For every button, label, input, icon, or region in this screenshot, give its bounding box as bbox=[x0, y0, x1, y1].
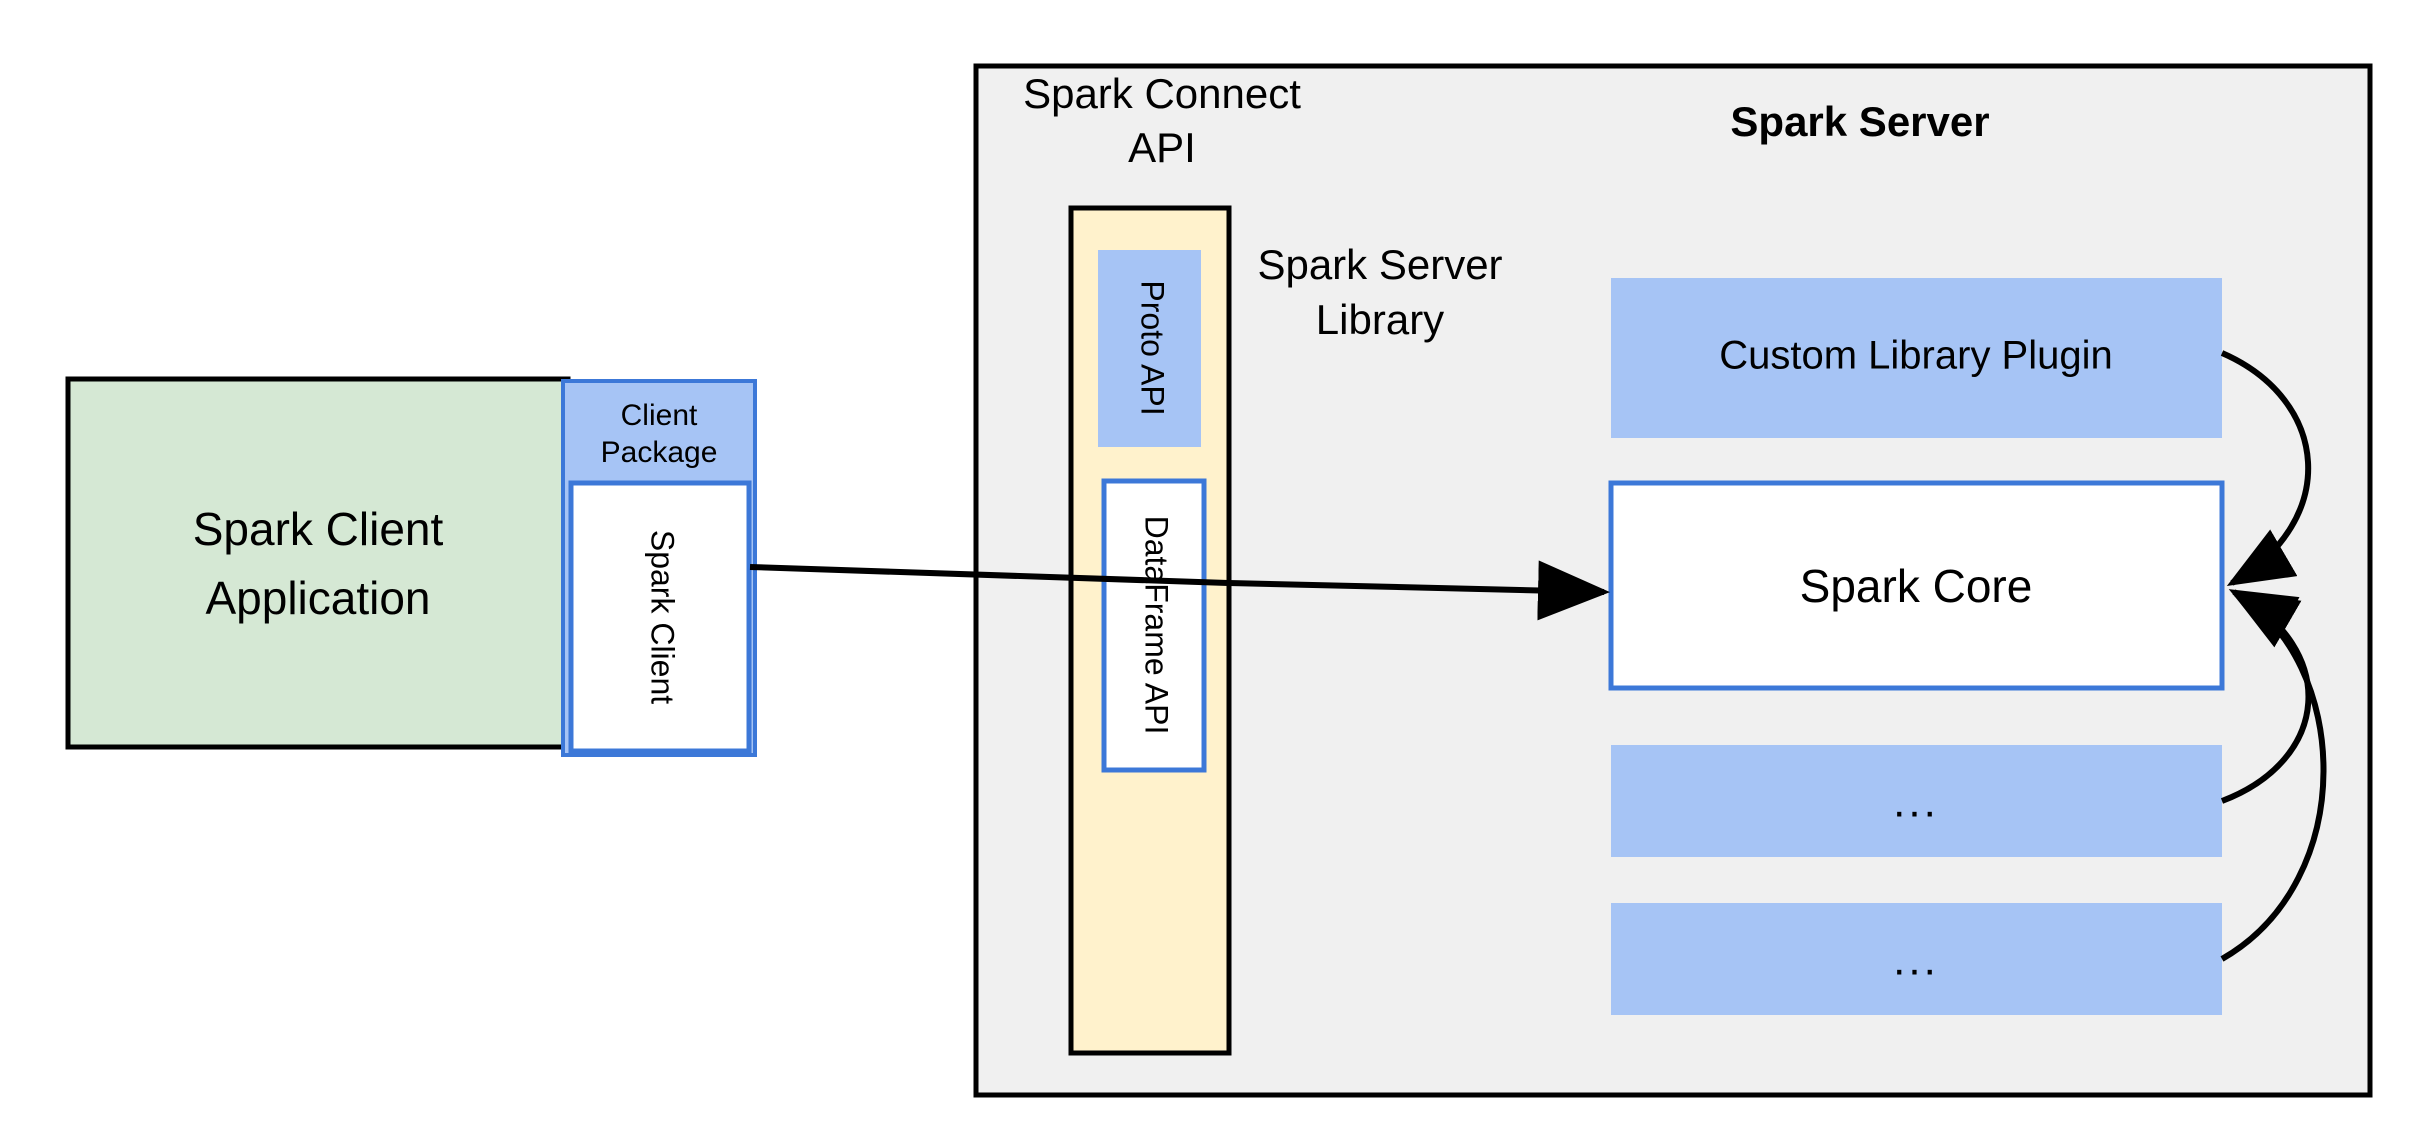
spark-client-application-box[interactable] bbox=[65, 376, 571, 750]
ellipsis-box-1-label: ... bbox=[1893, 778, 1939, 827]
spark-server-library-label-line2: Library bbox=[1316, 296, 1444, 343]
spark-connect-api-label-line2: API bbox=[1128, 124, 1196, 171]
spark-core-box[interactable] bbox=[1608, 480, 2225, 691]
spark-connect-api-label-line1: Spark Connect bbox=[1023, 70, 1301, 117]
dataframe-api-box[interactable] bbox=[1101, 478, 1207, 773]
ellipsis-box-1[interactable] bbox=[1611, 745, 2222, 857]
spark-client-application-label-line2: Application bbox=[205, 572, 430, 624]
connector-ellipsis-2-to-spark-core bbox=[2220, 590, 2327, 962]
connector-column-to-spark-core bbox=[1228, 560, 1610, 621]
client-package-label-line1: Client bbox=[621, 399, 698, 432]
dataframe-api-label: DataFrame API bbox=[1139, 516, 1175, 735]
custom-library-plugin-box[interactable] bbox=[1611, 278, 2222, 438]
client-package-label-line2: Package bbox=[601, 436, 718, 469]
spark-client-application-label-line1: Spark Client bbox=[193, 503, 444, 555]
proto-api-label: Proto API bbox=[1135, 280, 1171, 415]
custom-library-plugin-label: Custom Library Plugin bbox=[1719, 334, 2113, 378]
spark-server-library-label-line1: Spark Server bbox=[1257, 241, 1502, 288]
spark-core-label: Spark Core bbox=[1800, 560, 2033, 612]
spark-client-label: Spark Client bbox=[645, 530, 681, 704]
connector-spark-client-to-column bbox=[749, 564, 1229, 586]
spark-server-title: Spark Server bbox=[1730, 98, 1989, 145]
ellipsis-box-2[interactable] bbox=[1611, 903, 2222, 1015]
spark-client-box[interactable] bbox=[568, 480, 752, 754]
proto-api-box[interactable] bbox=[1098, 250, 1201, 447]
connector-custom-library-plugin-to-spark-core bbox=[2220, 350, 2311, 587]
ellipsis-box-2-label: ... bbox=[1893, 936, 1939, 985]
